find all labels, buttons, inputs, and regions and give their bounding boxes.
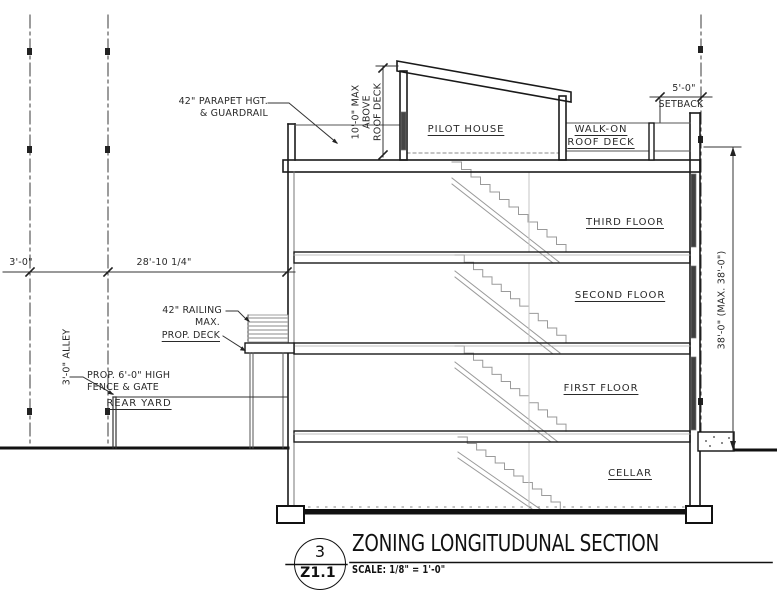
prop-deck-note: PROP. DECK <box>161 330 220 341</box>
building-walls <box>282 112 701 510</box>
label-pilot-house: PILOT HOUSE <box>427 124 505 135</box>
label-third-floor: THIRD FLOOR <box>586 217 664 228</box>
parapet-note-line1: 42" PARAPET HGT. <box>178 96 268 107</box>
setback-dimension: 5'-0" <box>672 83 696 94</box>
railing-note-line2: MAX. <box>194 317 220 328</box>
alley-label: 3'-0" ALLEY <box>61 328 73 386</box>
fence <box>112 396 289 449</box>
dimension-ticks <box>24 62 708 278</box>
label-second-floor: SECOND FLOOR <box>574 290 666 301</box>
building-height-dimension: 38'-0" (MAX. 38'-0") <box>716 250 728 350</box>
prop-deck-structure <box>244 314 295 449</box>
railing-note-line1: 42" RAILING <box>162 305 222 316</box>
drawing-title: ZONING LONGITUDUNAL SECTION <box>352 531 660 557</box>
label-first-floor: FIRST FLOOR <box>563 383 639 394</box>
roof-deck-railing-post <box>648 122 655 161</box>
alley-width-dimension: 3'-0" <box>9 257 33 268</box>
detail-bubble <box>294 538 346 590</box>
grade-lines <box>0 446 777 452</box>
roof-height-note: 10'-0" MAX ABOVE ROOF DECK <box>350 82 384 142</box>
parapet-note-line2: & GUARDRAIL <box>199 108 268 119</box>
entry-stoop <box>697 431 735 452</box>
pilot-house-window <box>400 111 407 151</box>
dimension-lines <box>2 65 742 451</box>
sheet-number: Z1.1 <box>300 565 336 581</box>
cellar-slab <box>288 509 700 515</box>
drawing-scale: SCALE: 1/8" = 1'-0" <box>352 564 446 576</box>
footings <box>276 505 713 524</box>
label-walk-on-deck-line2: ROOF DECK <box>567 137 635 148</box>
property-lines <box>29 14 702 449</box>
label-rear-yard: REAR YARD <box>106 398 172 409</box>
fence-note-line1: PROP. 6'-0" HIGH <box>87 370 171 381</box>
fence-note-line2: FENCE & GATE <box>87 382 159 393</box>
leader-arrowheads <box>107 138 338 395</box>
stair-runs <box>451 161 567 510</box>
leader-lines <box>69 102 338 395</box>
detail-number: 3 <box>314 542 326 561</box>
label-cellar: CELLAR <box>608 468 652 479</box>
setback-label: SETBACK <box>658 99 704 110</box>
dimension-arrows <box>730 147 736 450</box>
facade-windows <box>690 173 697 431</box>
yard-width-dimension: 28'-10 1/4" <box>136 257 192 268</box>
pilot-house-outline <box>396 60 572 161</box>
label-walk-on-deck-line1: WALK-ON <box>574 124 628 135</box>
